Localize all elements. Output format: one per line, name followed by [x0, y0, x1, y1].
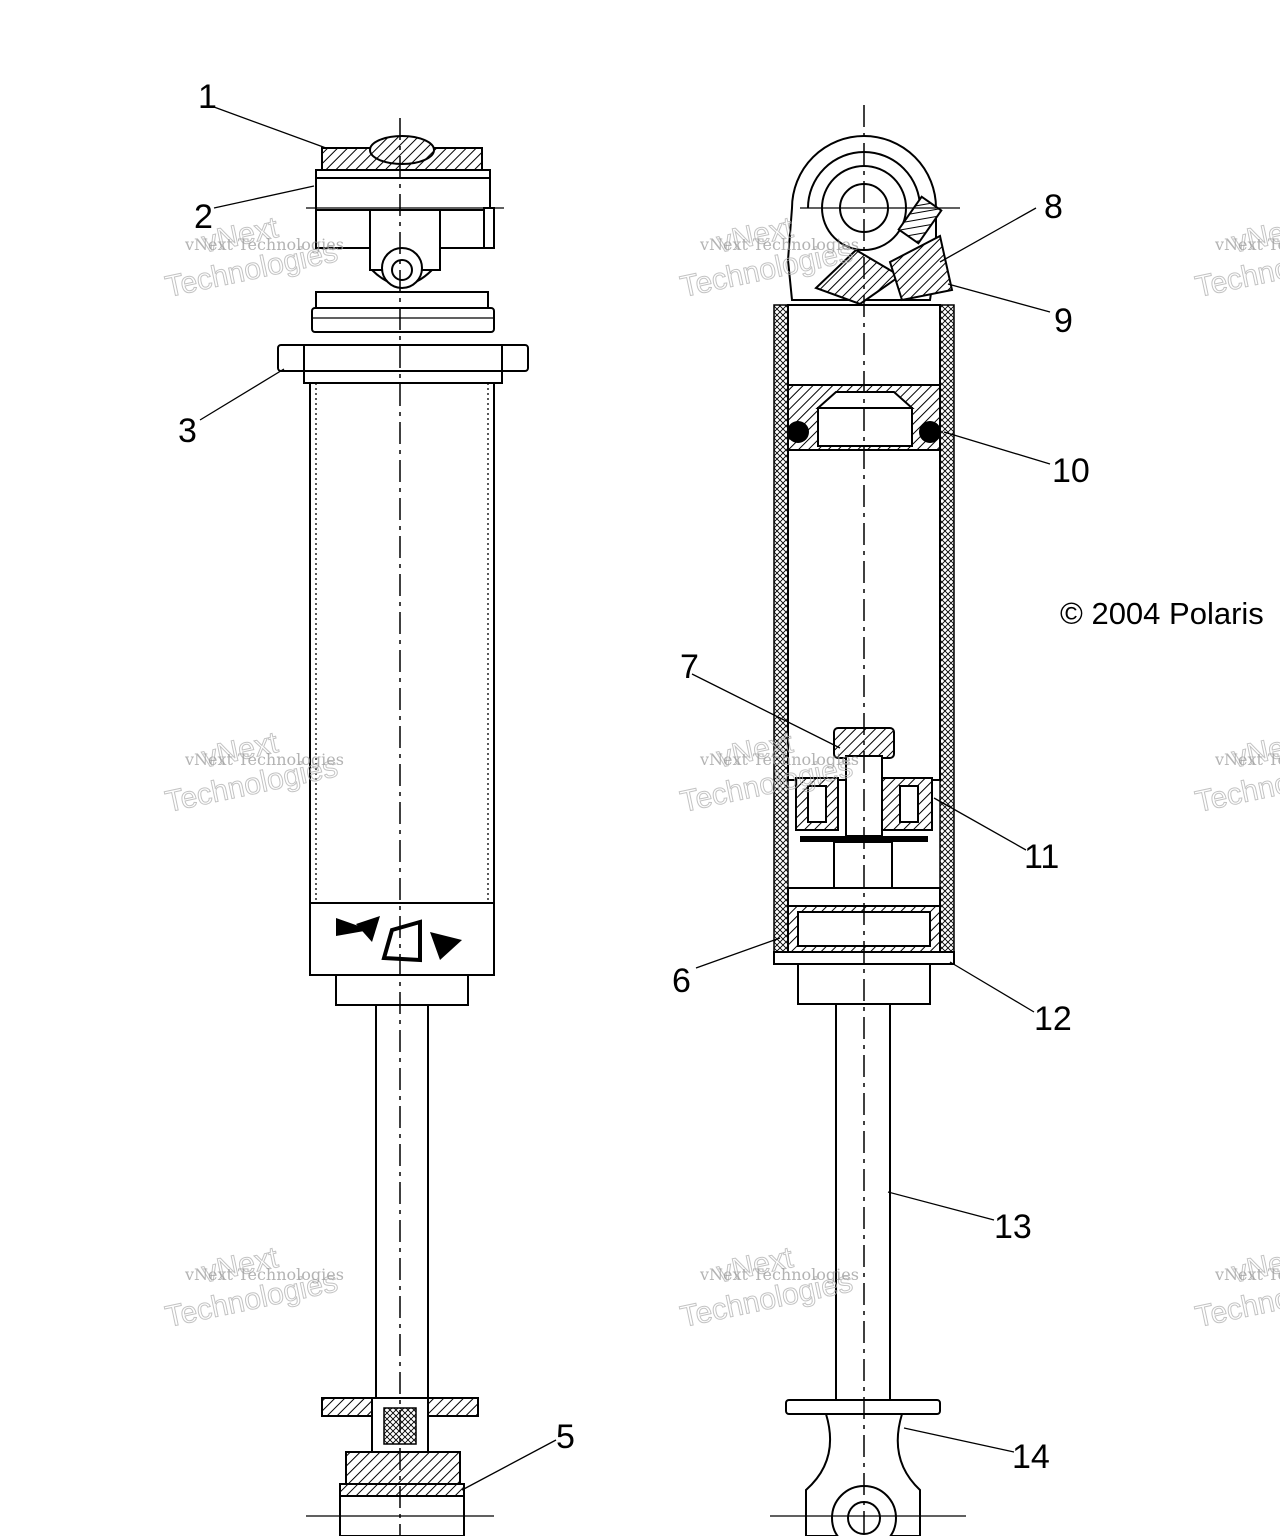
callout-10: 10 — [1052, 452, 1090, 490]
head-tab — [483, 207, 495, 249]
body-wall-right — [939, 304, 955, 964]
callout-13: 13 — [994, 1208, 1032, 1246]
svg-text:vNext Technologies: vNext Technologies — [184, 1265, 344, 1284]
svg-text:vNext Technologies: vNext Technologies — [1214, 1265, 1280, 1284]
shaft — [375, 1004, 429, 1399]
bottom-washer — [785, 1399, 941, 1415]
piston-oring-right — [919, 421, 941, 443]
watermark-1: vNext Technologies vNext Technologies — [162, 211, 344, 305]
left-shock-exterior — [277, 118, 529, 1536]
head-block — [315, 177, 491, 211]
bottom-eyelet — [345, 1451, 461, 1485]
callout-3: 3 — [178, 412, 197, 450]
callout-labels: 1 2 3 5 6 7 8 9 10 11 12 13 14 — [178, 78, 1090, 1476]
callout-8: 8 — [1044, 188, 1063, 226]
top-bumper-dome — [369, 135, 435, 165]
svg-text:vNext Technologies: vNext Technologies — [1214, 750, 1280, 769]
head-plate — [315, 169, 491, 179]
right-shock-section — [770, 105, 966, 1536]
piston-oring-left — [787, 421, 809, 443]
watermark-9: vNext Technologies vNext Technologies — [1192, 1241, 1280, 1335]
svg-text:vNext Technologies: vNext Technologies — [184, 235, 344, 254]
watermark-6: vNext Technologies vNext Technologies — [1192, 726, 1280, 820]
top-collar — [315, 291, 489, 309]
leader-lines — [199, 106, 1051, 1491]
svg-text:vNext Technologies: vNext Technologies — [699, 235, 859, 254]
shaft-section — [835, 1003, 891, 1401]
callout-9: 9 — [1054, 302, 1073, 340]
svg-text:vNext Technologies: vNext Technologies — [699, 750, 859, 769]
callout-5: 5 — [556, 1418, 575, 1456]
callout-7: 7 — [680, 648, 699, 686]
svg-text:vNext Technologies: vNext Technologies — [184, 750, 344, 769]
shock-body — [309, 382, 495, 904]
callout-11: 11 — [1024, 838, 1059, 876]
copyright-notice: © 2004 Polaris — [1060, 596, 1264, 631]
callout-2: 2 — [194, 198, 213, 236]
svg-text:vNext Technologies: vNext Technologies — [1214, 235, 1280, 254]
watermark-7: vNext Technologies vNext Technologies — [162, 1241, 344, 1335]
callout-12: 12 — [1034, 1000, 1072, 1038]
svg-text:vNext Technologies: vNext Technologies — [699, 1265, 859, 1284]
shaft-seal-housing — [335, 974, 469, 1006]
body-wall-left — [773, 304, 789, 964]
callout-1: 1 — [198, 78, 217, 116]
valve-cap — [888, 234, 954, 302]
watermark-3: vNext Technologies vNext Technologies — [1192, 211, 1280, 305]
shock-logo — [336, 916, 462, 963]
callout-14: 14 — [1012, 1438, 1050, 1476]
callout-6: 6 — [672, 962, 691, 1000]
preload-nut — [277, 344, 529, 372]
